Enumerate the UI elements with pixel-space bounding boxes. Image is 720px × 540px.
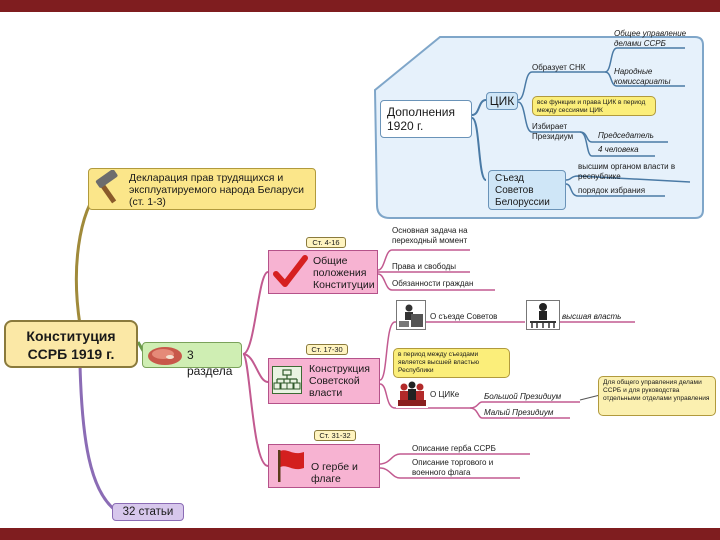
congress-label: Съезд Советов Белоруссии: [495, 173, 550, 208]
cik-label: О ЦИКе: [430, 390, 460, 399]
articles-label: 32 статьи: [122, 506, 174, 518]
general-article-tag: Ст. 4-16: [306, 237, 346, 248]
general-item-0: Основная задача на переходный момент: [392, 226, 468, 245]
council-group-icon: [396, 380, 428, 408]
small-presidium-label: Малый Президиум: [484, 408, 554, 417]
supreme-power-label: высшая власть: [562, 312, 622, 321]
congress-belarus-node: Съезд Советов Белоруссии: [488, 170, 566, 210]
top-frame-bar: [0, 0, 720, 12]
additions-title: Дополнения 1920 г.: [387, 105, 455, 133]
hammer-icon: [92, 169, 126, 206]
additions-cik-node: ЦИК: [486, 92, 518, 110]
cik-functions-note: все функции и права ЦИК в период между с…: [532, 96, 656, 116]
podium-speaker-icon: [396, 300, 426, 330]
flag-item-1: Описание торгового и военного флага: [412, 458, 494, 477]
main-title-line2: ССРБ 1919 г.: [27, 346, 115, 362]
hierarchy-icon: [272, 366, 302, 394]
flag-item-0: Описание герба ССРБ: [412, 444, 496, 453]
articles-node: 32 статьи: [112, 503, 184, 521]
main-title-line1: Конституция: [26, 328, 116, 344]
big-presidium-label: Большой Президиум: [484, 392, 562, 401]
additions-1920-node: Дополнения 1920 г.: [380, 100, 472, 138]
congress-item-0: высшим органом власти в республике: [578, 162, 676, 181]
presidium-note: Для общего управления делами ССРБ и для …: [598, 376, 716, 416]
construction-node: Конструкция Советской власти: [268, 358, 380, 404]
flag-title: О гербе и флаге: [311, 461, 358, 485]
flag-article-tag: Ст. 31-32: [314, 430, 356, 441]
checkmark-icon: [272, 254, 308, 290]
elects-item-1: 4 человека: [598, 145, 639, 154]
general-item-2: Обязанности граждан: [392, 279, 474, 288]
steak-icon: [146, 343, 184, 367]
forms-item-1: Народные комиссариаты: [614, 67, 671, 86]
main-topic-node: Конституция ССРБ 1919 г.: [4, 320, 138, 368]
supreme-power-icon: [526, 300, 560, 330]
flag-icon: [274, 448, 308, 484]
general-title: Общие положения Конституции: [313, 255, 375, 291]
cik-between-congresses-note: в период между съездами является высшей …: [393, 348, 510, 378]
forms-item-0: Общее управление делами ССРБ: [614, 29, 687, 48]
construction-title: Конструкция Советской власти: [309, 363, 370, 399]
soviets-congress-label: О съезде Советов: [430, 312, 498, 321]
declaration-text: Декларация прав трудящихся и эксплуатиру…: [129, 172, 304, 208]
general-item-1: Права и свободы: [392, 262, 457, 271]
forms-snk-label: Образует СНК: [532, 63, 586, 72]
congress-item-1: порядок избрания: [578, 186, 646, 195]
sections-label: 3 раздела: [187, 348, 233, 378]
bottom-frame-bar: [0, 528, 720, 540]
construction-article-tag: Ст. 17-30: [306, 344, 348, 355]
elects-presidium-label: Избирает Президиум: [532, 122, 574, 141]
elects-item-0: Председатель: [598, 131, 654, 140]
declaration-node: Декларация прав трудящихся и эксплуатиру…: [88, 168, 316, 210]
